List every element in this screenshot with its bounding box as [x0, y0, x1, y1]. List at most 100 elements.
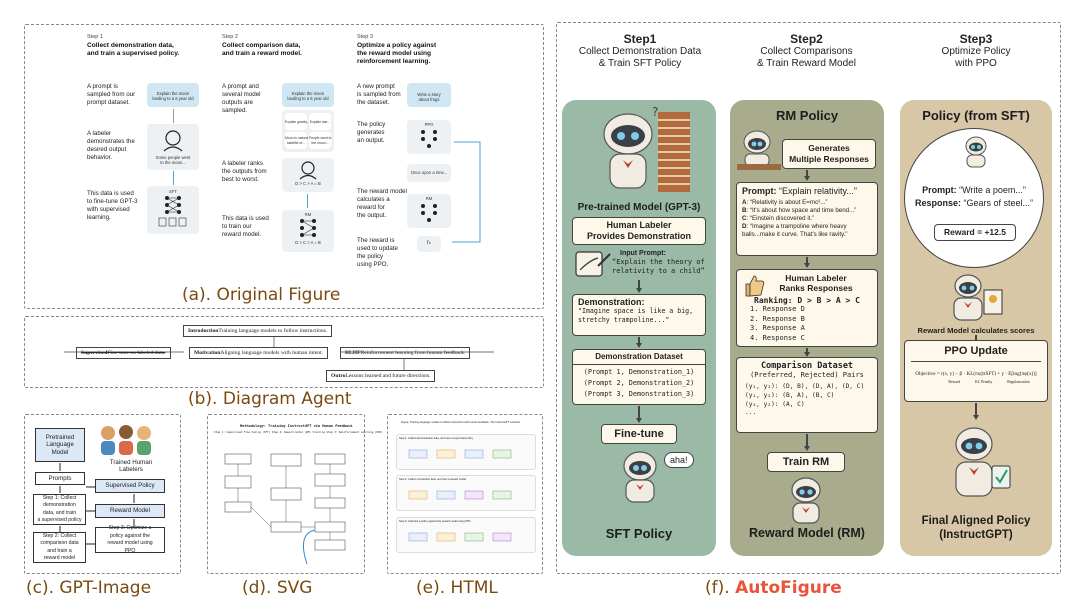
node-introduction: IntroductionTraining language models to …: [183, 325, 333, 337]
arrow: [975, 335, 977, 340]
step2-title: Collect comparison data, and train a rew…: [222, 42, 302, 57]
prompt-text: “Explain relativity...”: [779, 186, 857, 196]
step2-ranking: D > C > A = B: [295, 181, 321, 186]
pretrained-model-label: Pre-trained Model (GPT-3): [577, 202, 701, 213]
response-key: B: [742, 207, 747, 214]
step-sub: Collect Demonstration Data & Train SFT P…: [578, 46, 702, 69]
train-rm-text: Train RM: [782, 456, 830, 468]
html-row-label: Step 2: Collect comparison data, and tra…: [399, 478, 466, 481]
node-text: Lessons learned and future directions.: [345, 373, 431, 379]
step2-text-1: A prompt and several model outputs are s…: [222, 83, 261, 114]
reward-model-label: Reward Model (RM): [749, 526, 865, 540]
node-bold: Motivation: [194, 350, 221, 356]
arrow: [806, 170, 808, 178]
caption-d: (d). SVG: [242, 578, 313, 598]
html-header: Figure: Training language models to foll…: [401, 421, 520, 424]
output-c: Moon is natural satellite of...: [285, 132, 308, 149]
panel-c-frame: [24, 414, 181, 574]
robot-icon: [791, 477, 821, 524]
reward-box: Reward = +12.5: [934, 224, 1016, 241]
step2-text-3: This data is used to train our reward mo…: [222, 215, 269, 238]
sft-label: SFT: [169, 189, 177, 194]
node-motivation: MotivationAligning language models with …: [189, 347, 328, 359]
cmp-title: Comparison Dataset: [760, 361, 854, 371]
reward-model-box: Reward Model: [95, 504, 165, 518]
ppo-response-line: Response: “Gears of steel...”: [904, 198, 1044, 208]
final-policy-label: Final Aligned Policy (InstructGPT): [921, 515, 1031, 541]
step-label: Step1: [623, 32, 657, 46]
arrow: [806, 257, 808, 265]
robot-with-clipboard-icon: [953, 274, 1003, 321]
ranked-4: 4. Response C: [750, 333, 805, 342]
objective-formula: Objective = r(x, y) − β · KL(πφ||πSFT) +…: [915, 371, 1037, 377]
ppo-response-label: Response:: [914, 198, 961, 208]
arrow: [806, 348, 808, 354]
output-b: Explain war...: [309, 113, 331, 130]
caption-a: (a). Original Figure: [182, 285, 341, 305]
demo-label: Demonstration:: [578, 297, 645, 307]
dataset-item-3: (Prompt 3, Demonstration_3): [583, 390, 695, 398]
robot-with-check-icon: [955, 427, 1011, 497]
node-text: Reinforcement learning from human feedba…: [360, 350, 466, 356]
arrow: [638, 337, 640, 345]
labelers-icon: [101, 425, 151, 455]
ranks-text: Human Labeler Ranks Responses: [779, 273, 853, 293]
pretrained-lm-box: Pretrained Language Model: [35, 428, 85, 462]
ranking-box: Human Labeler Ranks Responses Ranking: D…: [736, 269, 878, 347]
html-row-label: Step 1: Collect demonstration data, and …: [399, 437, 474, 440]
arrow: [975, 403, 977, 417]
diagram-agent-edges: [64, 337, 494, 371]
panel-a-frame: [24, 24, 544, 309]
step3-label: Step 3: [357, 34, 373, 40]
caption-f: (f). AutoFigure: [705, 578, 842, 598]
step2-prompt-card: Explain the moon landing to a 6 year old: [282, 83, 334, 107]
step1-text-2: A labeler demonstrates the desired outpu…: [87, 130, 135, 161]
html-row-label: Step 3: Optimize a policy against the re…: [399, 520, 471, 523]
step3-rm-card: RM: [407, 194, 451, 228]
output-d: People went to the moon...: [309, 132, 331, 149]
response-value: : “Relativity is about E=mc²...”: [746, 199, 828, 206]
response-key: D: [742, 223, 747, 230]
step2-box: Step 2: Collect comparison data and trai…: [33, 532, 86, 563]
step3-title: Optimize a policy against the reward mod…: [357, 42, 437, 65]
step2-labeler-card: D > C > A = B: [282, 158, 334, 192]
response-key: A: [742, 199, 747, 206]
caption-b: (b). Diagram Agent: [188, 389, 352, 409]
step1-labeler-output: Some people went to the moon...: [155, 155, 191, 165]
responses-box: Prompt: “Explain relativity...” A: “Rela…: [736, 182, 878, 256]
cmp-row-4: ...: [745, 409, 757, 416]
thumbs-up-icon: [745, 275, 765, 297]
arrow-head: [804, 263, 810, 268]
aha-bubble: aha!: [664, 452, 694, 468]
demo-dataset-box: Demonstration Dataset (Prompt 1, Demonst…: [572, 349, 706, 405]
finetune-box: Fine-tune: [601, 424, 677, 444]
step1-box: Step 1: Collect demonstration data, and …: [33, 494, 86, 525]
cmp-sub: (Preferred, Rejected) Pairs: [750, 371, 864, 379]
step3-box: Step 3: Optimize a policy against the re…: [95, 525, 165, 554]
arrow: [173, 171, 174, 185]
step3-text-3: The reward model calculates a reward for…: [357, 188, 407, 219]
prompts-box: Prompts: [35, 472, 85, 485]
step3-heading: Step3 Optimize Policy with PPO: [898, 32, 1054, 70]
step2-text-2: A labeler ranks the outputs from best to…: [222, 160, 267, 183]
step3-output-card: Once upon a time...: [407, 164, 451, 182]
autofigure-brand: AutoFigure: [735, 578, 842, 598]
arrow-head: [804, 176, 810, 181]
caption-c: (c). GPT-Image: [26, 578, 152, 598]
cmp-row-3: (y₁, y₂): (A, C): [745, 401, 805, 408]
step1-sft-card: SFT: [147, 186, 199, 234]
response-key: C: [742, 215, 747, 222]
response-b: B: “It's about how space and time bend..…: [742, 207, 872, 215]
network-icon: [165, 196, 181, 214]
node-bold: RLHF: [345, 350, 361, 356]
term-kl: KL Penalty: [975, 380, 993, 384]
arrow-head: [636, 343, 642, 348]
response-value: : “Einstein discovered it.”: [746, 215, 815, 222]
rm-policy-header: RM Policy: [775, 108, 839, 123]
node-supervised: SupervisedFine-tune on labeled data.: [76, 347, 171, 359]
html-row-2: Step 2: Collect comparison data, and tra…: [396, 475, 536, 511]
trained-labelers-label: Trained Human Labelers: [100, 458, 162, 474]
step3-reward-card: rₖ: [417, 236, 441, 252]
gpt-image-arrows: [59, 463, 135, 545]
ranked-2: 2. Response B: [750, 314, 805, 323]
